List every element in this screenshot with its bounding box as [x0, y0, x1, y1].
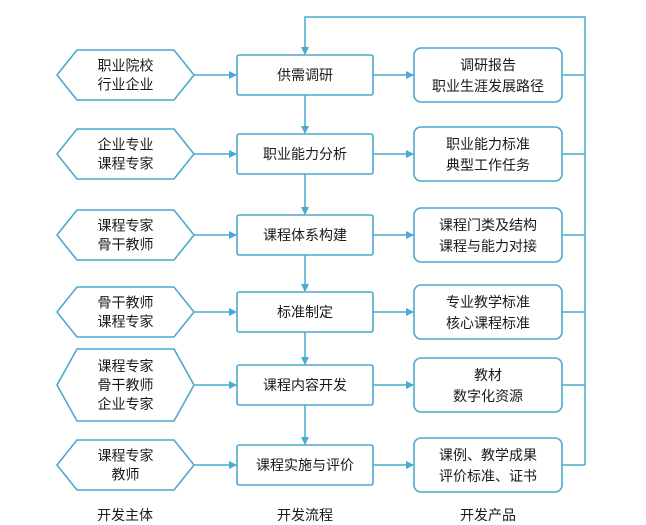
product-label: 专业教学标准	[446, 295, 530, 311]
process-label: 标准制定	[277, 305, 333, 321]
actor-hexagon	[55, 49, 196, 101]
actor-label: 课程专家	[98, 358, 154, 375]
actor-hexagon	[55, 209, 196, 261]
actor-hexagon	[56, 348, 195, 422]
process-step: 课程实施与评价	[236, 444, 374, 486]
actor-label: 课程专家	[98, 448, 154, 465]
actor-label: 教师	[112, 468, 140, 484]
actor-hexagon	[55, 286, 196, 338]
process-box	[236, 133, 374, 175]
actor-label: 课程专家	[98, 218, 154, 235]
actor-label: 骨干教师	[98, 378, 154, 394]
product-label: 调研报告	[460, 58, 516, 74]
process-box	[236, 364, 374, 406]
process-box	[236, 291, 374, 333]
actor-label: 企业专业	[98, 137, 154, 154]
column-label-process: 开发流程	[277, 508, 333, 524]
product-label: 教材	[474, 368, 502, 384]
product-label: 课程与能力对接	[439, 238, 537, 255]
actor-label: 骨干教师	[98, 238, 154, 254]
process-label: 课程体系构建	[263, 228, 347, 244]
actor-hexagon	[55, 439, 196, 491]
connectors	[194, 16, 586, 469]
product-label: 核心课程标准	[446, 316, 530, 332]
column-label-actors: 开发主体	[97, 508, 153, 524]
product-box	[413, 357, 563, 413]
column-labels: 开发主体 开发流程 开发产品	[97, 508, 516, 524]
process-box	[236, 54, 374, 96]
process-step: 课程内容开发	[236, 364, 374, 406]
product-box	[413, 207, 563, 263]
process-step: 课程体系构建	[236, 214, 374, 256]
actor-label: 行业企业	[98, 77, 154, 94]
process-label: 职业能力分析	[263, 147, 347, 163]
process-box	[236, 214, 374, 256]
actor-label: 职业院校	[98, 58, 154, 75]
product-label: 典型工作任务	[446, 158, 530, 174]
actor-label: 企业专家	[98, 396, 154, 413]
product-label: 职业能力标准	[446, 137, 530, 153]
product-label: 数字化资源	[453, 389, 523, 405]
product-label: 职业生涯发展路径	[432, 79, 544, 95]
actor-hexagon	[55, 128, 196, 180]
column-label-products: 开发产品	[460, 508, 516, 524]
product-box	[413, 284, 563, 340]
product-label: 课程门类及结构	[439, 218, 537, 234]
product-label: 评价标准、证书	[439, 469, 537, 485]
process-box	[236, 444, 374, 486]
actor-label: 课程专家	[98, 156, 154, 173]
process-label: 课程实施与评价	[256, 458, 354, 474]
product-label: 课例、教学成果	[439, 448, 537, 464]
process-step: 职业能力分析	[236, 133, 374, 175]
product-box	[413, 47, 563, 103]
actor-label: 课程专家	[98, 314, 154, 331]
feedback-loop-arrow	[301, 16, 586, 465]
process-label: 课程内容开发	[263, 377, 347, 394]
product-box	[413, 126, 563, 182]
process-label: 供需调研	[277, 68, 333, 84]
product-box	[413, 437, 563, 493]
process-step: 标准制定	[236, 291, 374, 333]
actor-label: 骨干教师	[98, 296, 154, 312]
process-step: 供需调研	[236, 54, 374, 96]
